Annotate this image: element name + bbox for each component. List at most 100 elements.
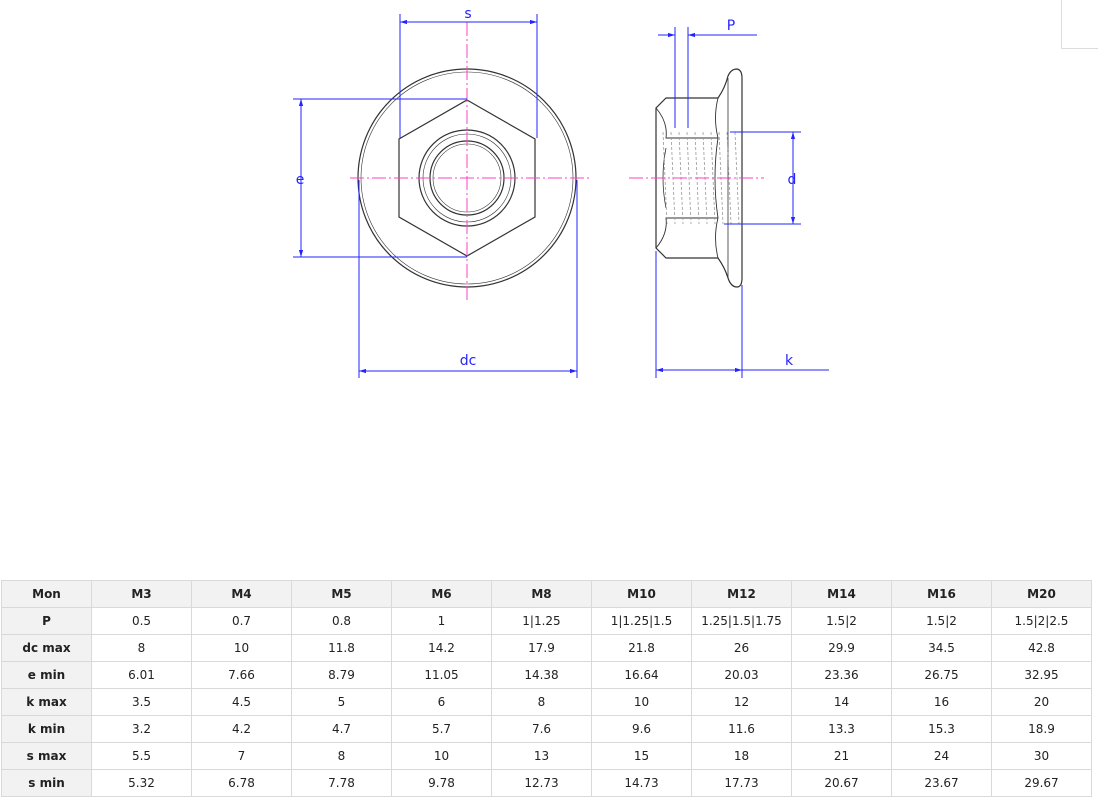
table-cell: 20.67 <box>791 769 892 797</box>
table-cell: 11.05 <box>391 661 492 689</box>
table-cell: 5 <box>291 688 392 716</box>
table-cell: 29.9 <box>791 634 892 662</box>
table-cell: 1.5|2 <box>791 607 892 635</box>
label-p: P <box>727 18 735 34</box>
table-cell: 21.8 <box>591 634 692 662</box>
table-cell: 0.7 <box>191 607 292 635</box>
table-cell: 6.01 <box>91 661 192 689</box>
column-header: M16 <box>891 580 992 608</box>
table-cell: 23.67 <box>891 769 992 797</box>
flange-nut-drawing: s e dc P d k <box>293 6 829 378</box>
table-cell: 0.8 <box>291 607 392 635</box>
table-cell: 5.5 <box>91 742 192 770</box>
table-cell: 7.78 <box>291 769 392 797</box>
table-cell: 5.32 <box>91 769 192 797</box>
table-cell: 18 <box>691 742 792 770</box>
table-cell: 1.5|2|2.5 <box>991 607 1092 635</box>
column-header: M3 <box>91 580 192 608</box>
row-header: e min <box>1 661 92 689</box>
table-cell: 0.5 <box>91 607 192 635</box>
table-cell: 4.5 <box>191 688 292 716</box>
table-cell: 4.7 <box>291 715 392 743</box>
table-cell: 1.5|2 <box>891 607 992 635</box>
table-cell: 18.9 <box>991 715 1092 743</box>
label-d: d <box>788 172 797 188</box>
table-cell: 20.03 <box>691 661 792 689</box>
table-cell: 1|1.25|1.5 <box>591 607 692 635</box>
table-cell: 15 <box>591 742 692 770</box>
table-cell: 9.6 <box>591 715 692 743</box>
table-cell: 10 <box>391 742 492 770</box>
table-cell: 10 <box>591 688 692 716</box>
column-header: M10 <box>591 580 692 608</box>
label-s: s <box>464 6 471 22</box>
table-cell: 32.95 <box>991 661 1092 689</box>
table-cell: 6.78 <box>191 769 292 797</box>
row-header: P <box>1 607 92 635</box>
table-cell: 30 <box>991 742 1092 770</box>
table-cell: 7.66 <box>191 661 292 689</box>
table-cell: 24 <box>891 742 992 770</box>
table-cell: 14.38 <box>491 661 592 689</box>
side-dimensions <box>655 27 829 378</box>
row-header: k max <box>1 688 92 716</box>
table-cell: 16.64 <box>591 661 692 689</box>
row-header: dc max <box>1 634 92 662</box>
table-cell: 3.2 <box>91 715 192 743</box>
table-cell: 3.5 <box>91 688 192 716</box>
column-header: M20 <box>991 580 1092 608</box>
table-cell: 42.8 <box>991 634 1092 662</box>
label-k: k <box>785 353 794 369</box>
table-cell: 13.3 <box>791 715 892 743</box>
column-header: M5 <box>291 580 392 608</box>
column-header: M6 <box>391 580 492 608</box>
table-cell: 16 <box>891 688 992 716</box>
table-cell: 34.5 <box>891 634 992 662</box>
column-header: M4 <box>191 580 292 608</box>
table-cell: 17.73 <box>691 769 792 797</box>
table-cell: 14.73 <box>591 769 692 797</box>
table-cell: 8 <box>491 688 592 716</box>
label-e: e <box>296 172 305 188</box>
table-cell: 1|1.25 <box>491 607 592 635</box>
row-header: k min <box>1 715 92 743</box>
table-cell: 8.79 <box>291 661 392 689</box>
table-cell: 7 <box>191 742 292 770</box>
front-centerlines <box>350 22 590 300</box>
table-cell: 1.25|1.5|1.75 <box>691 607 792 635</box>
table-cell: 4.2 <box>191 715 292 743</box>
table-cell: 26.75 <box>891 661 992 689</box>
table-cell: 8 <box>91 634 192 662</box>
table-cell: 26 <box>691 634 792 662</box>
column-header: M8 <box>491 580 592 608</box>
column-header: Mon <box>1 580 92 608</box>
table-cell: 11.8 <box>291 634 392 662</box>
table-cell: 8 <box>291 742 392 770</box>
table-cell: 5.7 <box>391 715 492 743</box>
table-cell: 29.67 <box>991 769 1092 797</box>
label-dc: dc <box>460 353 477 369</box>
table-cell: 20 <box>991 688 1092 716</box>
table-cell: 6 <box>391 688 492 716</box>
column-header: M14 <box>791 580 892 608</box>
table-cell: 14 <box>791 688 892 716</box>
front-dimensions <box>293 14 578 378</box>
row-header: s max <box>1 742 92 770</box>
table-cell: 7.6 <box>491 715 592 743</box>
column-header: M12 <box>691 580 792 608</box>
table-cell: 9.78 <box>391 769 492 797</box>
table-cell: 12 <box>691 688 792 716</box>
table-cell: 12.73 <box>491 769 592 797</box>
table-cell: 10 <box>191 634 292 662</box>
table-cell: 23.36 <box>791 661 892 689</box>
table-cell: 14.2 <box>391 634 492 662</box>
table-cell: 21 <box>791 742 892 770</box>
